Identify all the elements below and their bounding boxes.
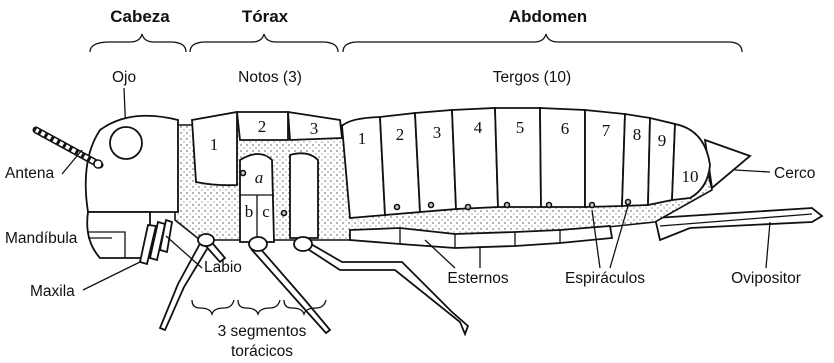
tergum-number: 8 — [633, 125, 642, 144]
leader-ovipositor — [766, 222, 770, 268]
header-abdomen: Abdomen — [509, 7, 587, 26]
legs — [160, 234, 468, 334]
pleuron-letter: a — [255, 168, 264, 187]
label-spiracles: Espiráculos — [565, 270, 645, 287]
label-mandible: Mandíbula — [5, 230, 78, 247]
brace-head — [90, 34, 186, 52]
tergum-number: 9 — [658, 131, 667, 150]
header-head: Cabeza — [110, 7, 170, 26]
label-eye: Ojo — [112, 69, 136, 86]
label-cercus: Cerco — [774, 165, 815, 182]
label-antenna: Antena — [5, 165, 55, 182]
tergum-number: 6 — [561, 119, 570, 138]
brace-thorax — [190, 34, 338, 52]
tergum-number: 3 — [433, 123, 442, 142]
leader-maxilla — [83, 262, 140, 290]
brace-abdomen — [343, 34, 742, 52]
cercus — [705, 140, 750, 188]
tergum-number: 10 — [682, 167, 699, 186]
pleuron-letter: b — [245, 202, 254, 221]
label-maxilla: Maxila — [30, 283, 75, 300]
label-sterna: Esternos — [447, 270, 508, 287]
label-nota: Notos (3) — [238, 69, 302, 86]
header-thorax: Tórax — [242, 7, 289, 26]
tergum-number: 1 — [358, 129, 367, 148]
tergum-number: 5 — [516, 118, 525, 137]
label-thoracic-segments-line2: torácicos — [231, 343, 293, 360]
mandible — [87, 212, 150, 258]
leader-cercus — [735, 170, 770, 172]
tergum-number: 4 — [474, 118, 483, 137]
label-terga: Tergos (10) — [493, 69, 571, 86]
label-labium: Labio — [204, 259, 242, 276]
tergum-number: 7 — [602, 121, 611, 140]
label-thoracic-segments-line1: 3 segmentos — [218, 323, 307, 340]
compound-eye — [110, 127, 142, 159]
notum-number: 2 — [258, 117, 267, 136]
tergum-number: 2 — [396, 125, 405, 144]
notum-number: 3 — [310, 119, 319, 138]
label-ovipositor: Ovipositor — [731, 270, 801, 287]
pleuron-letter: c — [262, 202, 270, 221]
notum-number: 1 — [210, 135, 219, 154]
